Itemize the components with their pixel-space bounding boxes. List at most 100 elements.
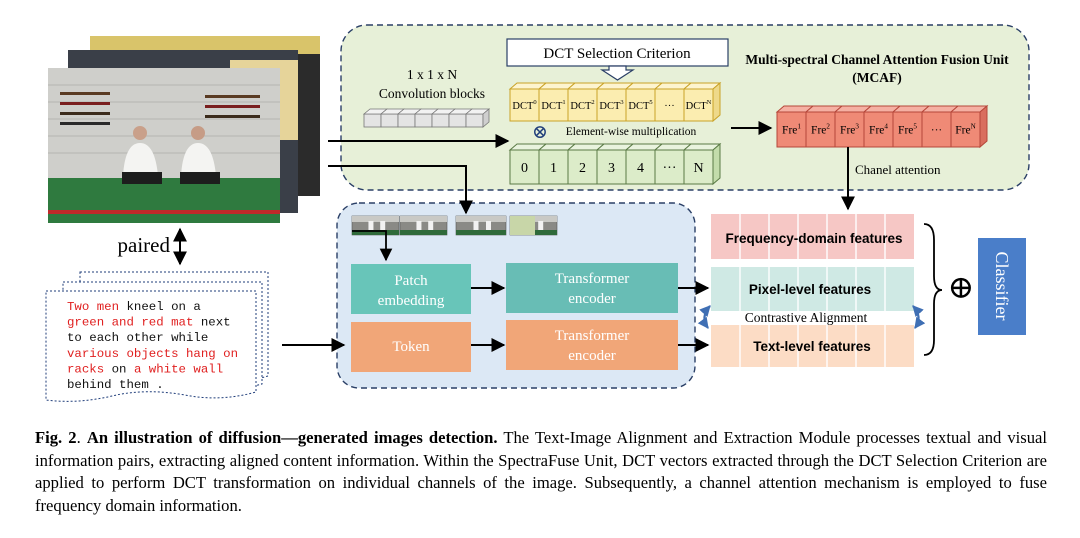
paired-label: paired [118, 233, 171, 257]
prompt-segment: a white wall [134, 362, 223, 376]
vector-cell-label: ··· [664, 101, 675, 112]
prompt-segment: kneel on a [119, 300, 201, 314]
vector-cell-label: Fre2 [811, 123, 830, 137]
vector-cell [921, 111, 952, 148]
vector-cell [625, 88, 656, 122]
transformer-encoder-text [506, 320, 678, 370]
vector-cell-label: FreN [955, 123, 976, 137]
contrastive-left-arc [697, 305, 711, 329]
conv-block [431, 113, 450, 128]
caption-fig-label: Fig. 2 [35, 428, 77, 447]
vector-cell-label: ··· [931, 125, 943, 137]
prompt-segment: on [104, 362, 134, 376]
vector-cell-label: DCT3 [599, 99, 623, 112]
vector-cell-label: Fre5 [898, 123, 917, 137]
patch-embedding-box [351, 264, 471, 314]
caption-body: The Text-Image Alignment and Extraction … [35, 428, 1048, 515]
conv-block [397, 113, 416, 128]
vector-cell-label: 1 [550, 161, 557, 176]
convolution-blocks [362, 108, 491, 128]
conv-block [414, 113, 433, 128]
conv-label-line2: Convolution blocks [379, 86, 485, 101]
vector-cell [654, 149, 685, 185]
dct-vector: DCT0 DCT1 DCT2 DCT3 DCT5 ··· DCTN [508, 81, 722, 123]
vector-cell [863, 111, 894, 148]
mcaf-title-line2: (MCAF) [852, 70, 901, 85]
patch-embedding-line1: Patch [394, 273, 428, 289]
caption-bold-title: An illustration of diffusion—generated i… [86, 428, 498, 447]
encoder-text-line2: encoder [568, 348, 615, 364]
index-vector: 0 1 2 3 4 ··· N [508, 142, 722, 186]
vector-cell-label: DCTN [686, 99, 712, 112]
vector-cell-label: Fre4 [869, 123, 888, 137]
vector-cell [683, 88, 714, 122]
frequency-feature-label: Frequency-domain features [725, 231, 902, 246]
prompt-text: Two men kneel on a green and red mat next… [67, 300, 238, 392]
conv-block [448, 113, 467, 128]
prompt-segment: Two men [67, 300, 119, 314]
vector-cell-label: Fre1 [782, 123, 801, 137]
vector-cell [834, 111, 865, 148]
dojo-photo [48, 68, 280, 223]
image-to-patches-arrow [328, 165, 473, 215]
vector-cell-label: DCT1 [541, 99, 565, 112]
text-feature-bar [711, 325, 914, 367]
token-box [351, 322, 471, 372]
vector-cell-label: 0 [521, 161, 528, 176]
vector-cell [892, 111, 923, 148]
vector-cell [567, 88, 598, 122]
vector-cell-label: Fre3 [840, 123, 859, 137]
vector-cell-label: N [693, 161, 703, 176]
dct-criterion-label: DCT Selection Criterion [543, 46, 691, 62]
encoder-image-line1: Transformer [555, 271, 629, 287]
encoder-text-line1: Transformer [555, 328, 629, 344]
figure-diagram: paired Two men kneel on a green and red m… [45, 24, 1030, 402]
vector-cell-label: DCT2 [570, 99, 594, 112]
features-brace [923, 223, 943, 356]
prompt-segment: green and red mat [67, 316, 193, 330]
vector-cell [776, 111, 807, 148]
frames-to-patch-arrow [352, 230, 393, 262]
vector-cell-label: DCT5 [628, 99, 652, 112]
prompt-segment: behind them . [67, 378, 164, 392]
conv-label-line1: 1 x 1 x N [407, 67, 458, 82]
multiply-symbol: ⊗ [532, 122, 548, 143]
vector-cell-label: 2 [579, 161, 586, 176]
vector-cell [538, 88, 569, 122]
frequency-feature-bar [711, 214, 914, 259]
patch-embedding-line2: embedding [378, 293, 445, 309]
vector-cell [596, 149, 627, 185]
vector-cell-label: ··· [663, 161, 677, 176]
prompt-segment: next [193, 316, 230, 330]
element-wise-label: Element-wise multiplication [566, 126, 697, 138]
transformer-encoder-image [506, 263, 678, 313]
conv-block [380, 113, 399, 128]
vector-cell [596, 88, 627, 122]
token-label: Token [392, 339, 430, 355]
pixel-feature-label: Pixel-level features [749, 282, 871, 297]
caption-sep: . [76, 428, 87, 447]
dct-criterion-arrow [599, 65, 636, 81]
image-stack [48, 36, 320, 223]
text-feature-label: Text-level features [753, 339, 871, 354]
vector-cell-label: 4 [637, 161, 644, 176]
vector-cell-label: DCT0 [512, 99, 536, 112]
prompt-segment: various objects hang on [67, 347, 238, 361]
vector-cell-label: 3 [608, 161, 615, 176]
vector-cell [654, 88, 685, 122]
conv-block [465, 113, 484, 128]
vector-cell [567, 149, 598, 185]
vector-cell [683, 149, 714, 185]
mcaf-title-line1: Multi-spectral Channel Attention Fusion … [745, 52, 1009, 67]
fre-vector: Fre1 Fre2 Fre3 Fre4 Fre5 ··· FreN [775, 104, 989, 149]
contrastive-right-arc [912, 305, 926, 329]
prompt-stack [45, 271, 269, 402]
classifier-box [978, 238, 1026, 335]
plus-symbol: ⊕ [948, 269, 975, 305]
vector-cell [509, 88, 540, 122]
conv-block [363, 113, 382, 128]
contrastive-alignment-label: Contrastive Alignment [745, 310, 868, 325]
classifier-label: Classifier [992, 252, 1012, 321]
prompt-segment: racks [67, 362, 104, 376]
encoder-image-line2: encoder [568, 291, 615, 307]
